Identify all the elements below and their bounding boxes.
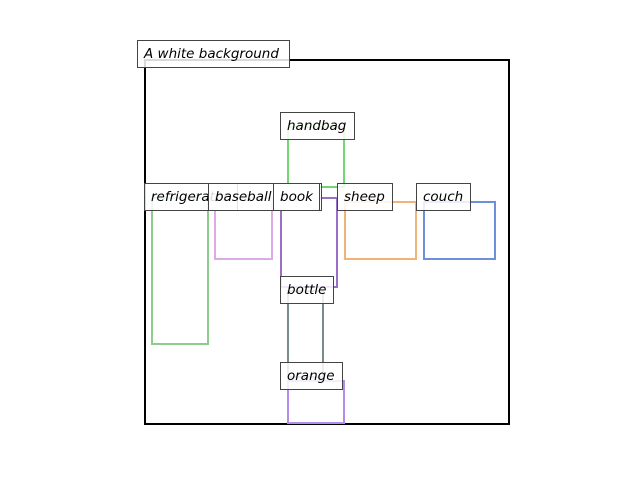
couch-label: couch [416, 183, 471, 211]
book-label: book [273, 183, 320, 211]
bottle-label: bottle [280, 276, 334, 304]
background-frame [144, 59, 510, 425]
sheep-label: sheep [337, 183, 393, 211]
refrigerator-box [151, 197, 209, 345]
handbag-label: handbag [280, 112, 355, 140]
caption-label: A white background [137, 40, 290, 68]
orange-label: orange [280, 362, 343, 390]
